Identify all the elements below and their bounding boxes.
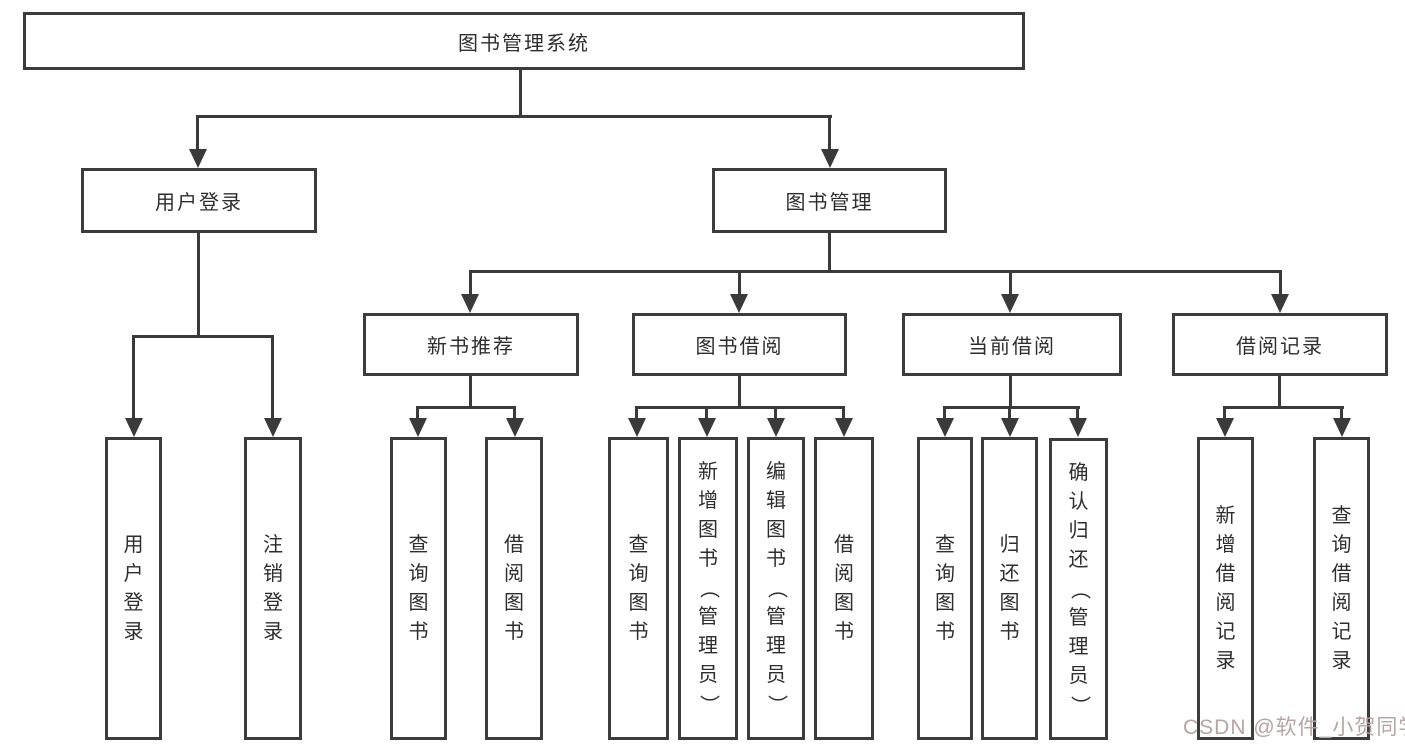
- connector-line: [774, 406, 777, 422]
- connector-line: [519, 70, 522, 117]
- node-add-borrow-record: 新增借阅记录: [1197, 437, 1254, 740]
- arrow-down-icon: [628, 418, 646, 437]
- node-edit-books-admin: 编辑图书（管理员）: [747, 437, 805, 740]
- arrow-down-icon: [1216, 418, 1234, 437]
- node-query-books-recommend: 查询图书: [390, 437, 447, 740]
- node-current-borrowing: 当前借阅: [902, 313, 1122, 376]
- arrow-down-icon: [461, 294, 479, 313]
- arrow-down-icon: [835, 418, 853, 437]
- arrow-down-icon: [506, 418, 524, 437]
- connector-line: [196, 115, 199, 153]
- arrow-down-icon: [1001, 294, 1019, 313]
- connector-line: [271, 335, 274, 421]
- connector-line: [469, 376, 472, 409]
- node-add-books-admin: 新增图书（管理员）: [678, 437, 738, 740]
- connector-line: [1278, 376, 1281, 409]
- node-new-book-recommend: 新书推荐: [363, 313, 579, 376]
- node-return-books: 归还图书: [981, 437, 1038, 740]
- node-user-login: 用户登录: [81, 168, 317, 233]
- connector-line: [738, 270, 741, 298]
- arrow-down-icon: [125, 418, 143, 437]
- arrow-down-icon: [264, 418, 282, 437]
- connector-line: [738, 376, 741, 409]
- arrow-down-icon: [1001, 418, 1019, 437]
- connector-line: [635, 406, 845, 409]
- connector-line: [635, 406, 638, 422]
- connector-line: [196, 115, 832, 118]
- connector-line: [1223, 406, 1344, 409]
- csdn-watermark: CSDN @软件_小贺同学: [1183, 716, 1405, 739]
- arrow-down-icon: [1069, 418, 1087, 437]
- connector-line: [1279, 270, 1282, 298]
- node-user-login-leaf: 用户登录: [105, 437, 162, 740]
- connector-line: [416, 406, 516, 409]
- connector-line: [469, 270, 1282, 273]
- connector-line: [1009, 270, 1012, 298]
- node-confirm-return-admin: 确认归还（管理员）: [1049, 438, 1108, 740]
- connector-line: [842, 406, 845, 422]
- node-borrow-books-recommend: 借阅图书: [485, 437, 543, 740]
- arrow-down-icon: [1333, 418, 1351, 437]
- node-borrowing-records: 借阅记录: [1172, 313, 1388, 376]
- node-borrow-books-leaf: 借阅图书: [814, 437, 874, 740]
- connector-line: [1223, 406, 1226, 422]
- connector-line: [828, 115, 831, 153]
- node-query-borrow-record: 查询借阅记录: [1313, 437, 1370, 740]
- arrow-down-icon: [730, 294, 748, 313]
- arrow-down-icon: [409, 418, 427, 437]
- connector-line: [1076, 406, 1079, 422]
- node-book-borrowing: 图书借阅: [632, 313, 847, 376]
- connector-line: [943, 406, 946, 422]
- connector-line: [416, 406, 419, 422]
- node-library-management-system: 图书管理系统: [23, 12, 1025, 70]
- arrow-down-icon: [936, 418, 954, 437]
- connector-line: [828, 233, 831, 272]
- node-query-books-current: 查询图书: [917, 437, 973, 740]
- connector-line: [132, 335, 135, 421]
- arrow-down-icon: [821, 149, 839, 168]
- connector-line: [943, 406, 1080, 409]
- connector-line: [197, 233, 200, 337]
- connector-line: [132, 335, 274, 338]
- node-logout-leaf: 注销登录: [244, 437, 302, 740]
- connector-line: [513, 406, 516, 422]
- connector-line: [705, 406, 708, 422]
- connector-line: [469, 270, 472, 298]
- connector-line: [1340, 406, 1343, 422]
- arrow-down-icon: [189, 149, 207, 168]
- arrow-down-icon: [767, 418, 785, 437]
- connector-line: [1008, 406, 1011, 422]
- arrow-down-icon: [698, 418, 716, 437]
- connector-line: [1009, 376, 1012, 409]
- arrow-down-icon: [1271, 294, 1289, 313]
- node-book-management: 图书管理: [712, 168, 947, 233]
- node-query-books-borrowing: 查询图书: [608, 437, 669, 740]
